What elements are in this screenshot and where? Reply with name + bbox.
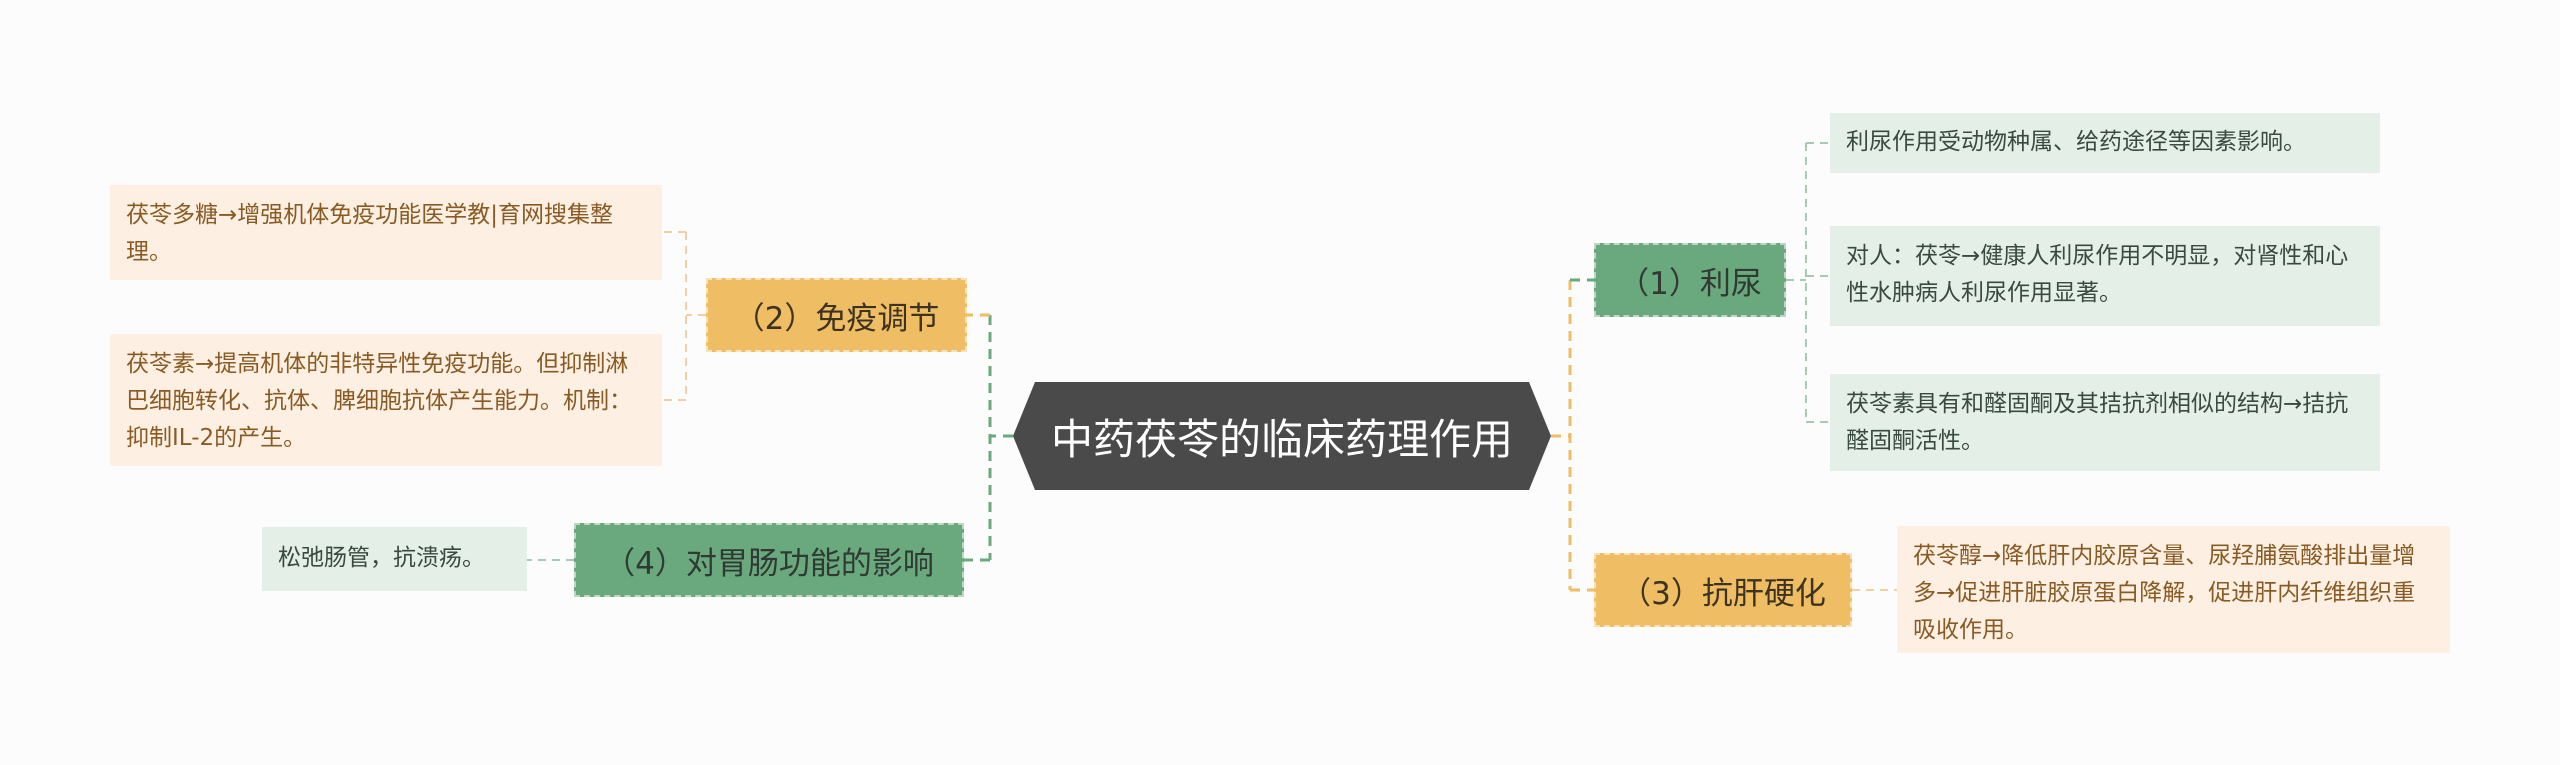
leaf-diuresis-human-text: 对人：茯苓→健康人利尿作用不明显，对肾性和心性水肿病人利尿作用显著。 [1846,243,2349,306]
leaf-diuresis-aldosterone[interactable]: 茯苓素具有和醛固酮及其拮抗剂相似的结构→拮抗醛固酮活性。 [1830,374,2380,471]
branch-gastrointestinal[interactable]: （4）对胃肠功能的影响 [574,523,964,597]
leaf-gastrointestinal-relax[interactable]: 松弛肠管，抗溃疡。 [262,527,527,591]
central-topic-label: 中药茯苓的临床药理作用 [1050,414,1513,464]
leaf-anti-cirrhosis-poriacol[interactable]: 茯苓醇→降低肝内胶原含量、尿羟脯氨酸排出量增多→促进肝脏胶原蛋白降解，促进肝内纤… [1897,526,2450,653]
leaf-diuresis-factors[interactable]: 利尿作用受动物种属、给药途径等因素影响。 [1830,113,2380,173]
central-topic[interactable]: 中药茯苓的临床药理作用 [1013,382,1551,490]
leaf-immune-poriatin[interactable]: 茯苓素→提高机体的非特异性免疫功能。但抑制淋巴细胞转化、抗体、脾细胞抗体产生能力… [110,334,662,466]
leaf-diuresis-factors-text: 利尿作用受动物种属、给药途径等因素影响。 [1846,129,2306,155]
branch-gastrointestinal-label: （4）对胃肠功能的影响 [604,545,934,582]
branch-immune-regulation[interactable]: （2）免疫调节 [706,278,967,352]
branch-diuresis[interactable]: （1）利尿 [1594,243,1786,317]
leaf-diuresis-aldosterone-text: 茯苓素具有和醛固酮及其拮抗剂相似的结构→拮抗醛固酮活性。 [1846,391,2349,454]
leaf-anti-cirrhosis-poriacol-text: 茯苓醇→降低肝内胶原含量、尿羟脯氨酸排出量增多→促进肝脏胶原蛋白降解，促进肝内纤… [1913,543,2416,643]
branch-anti-cirrhosis[interactable]: （3）抗肝硬化 [1594,553,1852,627]
branch-diuresis-label: （1）利尿 [1618,265,1762,302]
leaf-immune-polysaccharide-text: 茯苓多糖→增强机体免疫功能医学教|育网搜集整理。 [126,202,614,265]
leaf-immune-polysaccharide[interactable]: 茯苓多糖→增强机体免疫功能医学教|育网搜集整理。 [110,185,662,280]
central-topic-shape [1013,382,1551,490]
leaf-gastrointestinal-relax-text: 松弛肠管，抗溃疡。 [278,545,485,571]
leaf-diuresis-human[interactable]: 对人：茯苓→健康人利尿作用不明显，对肾性和心性水肿病人利尿作用显著。 [1830,226,2380,326]
branch-anti-cirrhosis-label: （3）抗肝硬化 [1620,575,1826,612]
leaf-immune-poriatin-text: 茯苓素→提高机体的非特异性免疫功能。但抑制淋巴细胞转化、抗体、脾细胞抗体产生能力… [126,351,632,451]
branch-immune-regulation-label: （2）免疫调节 [733,300,940,337]
